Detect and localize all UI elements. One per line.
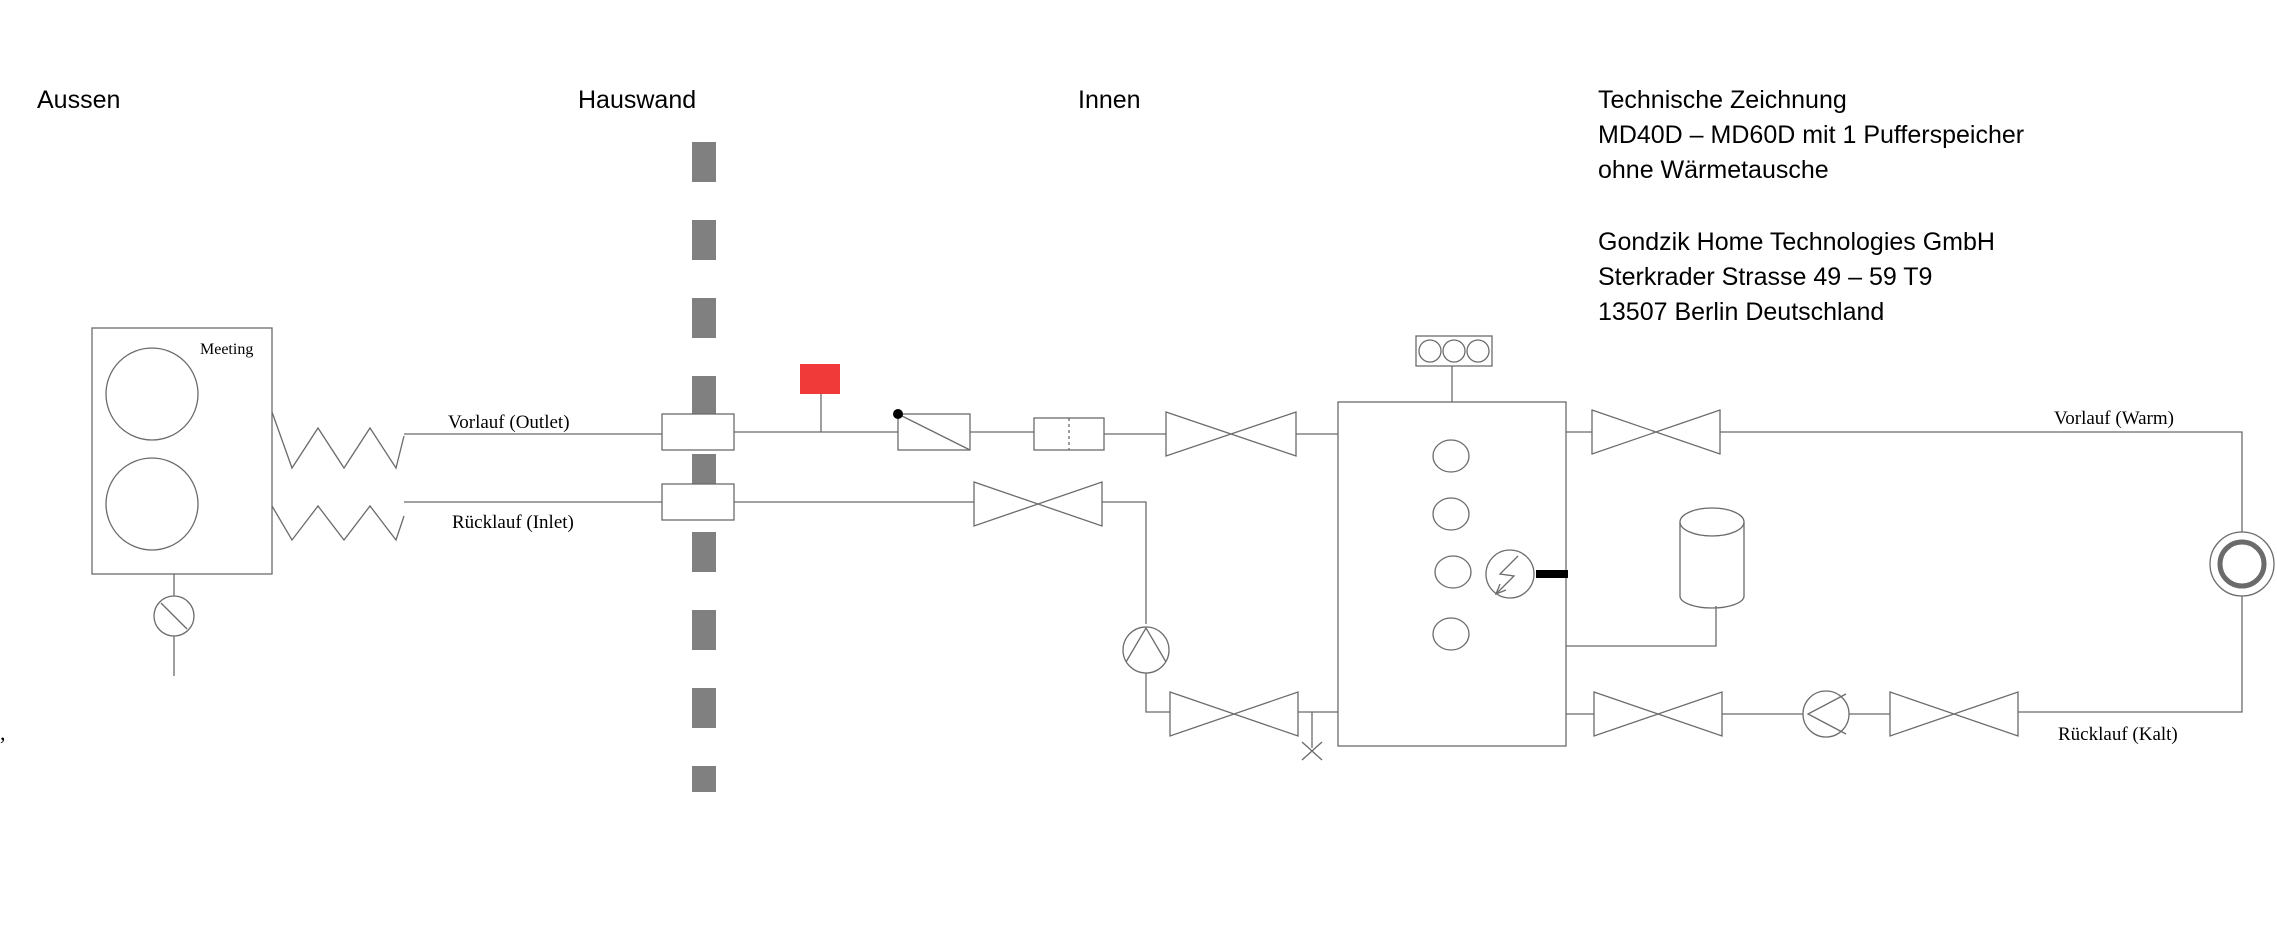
company-city: 13507 Berlin Deutschland: [1598, 298, 1884, 326]
company-name: Gondzik Home Technologies GmbH: [1598, 228, 1995, 256]
heater-flange-bar: [1536, 570, 1568, 578]
thermometer-dial-icon: [1466, 339, 1490, 363]
pipe-cold-return: [2018, 596, 2243, 713]
filter: [1033, 417, 1105, 451]
drain-tap-icon: [1301, 741, 1323, 761]
expansion-vessel: [1566, 507, 1745, 647]
wall-segment: [692, 610, 716, 650]
temperature-sensor-icon: [800, 364, 840, 394]
stray-comma: ,: [0, 720, 6, 745]
expansion-vessel-body: [1679, 522, 1745, 609]
wall-segment: [692, 532, 716, 572]
shutoff-valve-bottom: [1169, 691, 1299, 737]
check-valve-seat: [897, 413, 971, 451]
check-valve-pivot-icon: [893, 409, 903, 419]
label-supply-outlet: Vorlauf (Outlet): [448, 412, 570, 433]
flex-hose-supply: [271, 411, 405, 470]
zone-label-outside: Aussen: [37, 86, 120, 114]
electric-heater-icon: [1485, 549, 1535, 599]
house-wall: [692, 142, 716, 792]
tank-port: [1432, 617, 1470, 651]
label-return-inlet: Rücklauf (Inlet): [452, 512, 574, 533]
thermometer-dial-icon: [1442, 339, 1466, 363]
wall-segment: [692, 142, 716, 182]
tank-port: [1432, 439, 1470, 473]
expansion-vessel-top: [1679, 507, 1745, 537]
outdoor-unit-housing: [91, 327, 273, 575]
wall-segment: [692, 298, 716, 338]
fan-icon: [105, 457, 199, 551]
pipe-expansion: [1566, 606, 1717, 647]
pipe-pump-out: [1145, 673, 1170, 713]
wall-sleeve-return: [661, 483, 735, 521]
title-block: Technische Zeichnung MD40D – MD60D mit 1…: [1598, 86, 2024, 326]
outdoor-unit: Meeting: [91, 327, 273, 676]
company-street: Sterkrader Strasse 49 – 59 T9: [1598, 263, 1932, 291]
title-line-3: ohne Wärmetausche: [1598, 156, 1829, 184]
label-return-cold: Rücklauf (Kalt): [2058, 724, 2178, 745]
fan-icon: [105, 347, 199, 441]
buffer-tank: [1337, 335, 1568, 747]
thermometer-housing: [1415, 335, 1493, 367]
zone-label-wall: Hauswand: [578, 86, 696, 114]
tank-port: [1434, 555, 1472, 589]
lightning-icon: [1495, 555, 1519, 595]
title-line-2: MD40D – MD60D mit 1 Pufferspeicher: [1598, 121, 2024, 149]
shutoff-valve-cold-right: [1889, 691, 2019, 737]
flex-hose-return: [271, 504, 405, 542]
pump-arrow: [1125, 626, 1167, 663]
pump-arrow: [1806, 693, 1847, 735]
tank-port: [1432, 497, 1470, 531]
label-supply-warm: Vorlauf (Warm): [2054, 408, 2174, 429]
lightning-arrow: [1494, 583, 1507, 596]
wall-sleeve-supply: [661, 413, 735, 451]
pipe-warm-to-consumer: [1720, 431, 2243, 536]
drain-valve-slash: [160, 602, 188, 630]
shutoff-valve-warm: [1591, 409, 1721, 455]
pipe-return-to-pump: [1102, 501, 1147, 624]
wall-segment: [692, 766, 716, 792]
zone-label-inside: Innen: [1078, 86, 1141, 114]
unit-name-label: Meeting: [200, 341, 253, 358]
circulation-pump-primary-icon: [1122, 626, 1170, 674]
circulation-pump-heating-icon: [1802, 690, 1850, 738]
wall-segment: [692, 376, 716, 416]
title-line-1: Technische Zeichnung: [1598, 86, 1847, 114]
shutoff-valve-supply: [1165, 411, 1297, 457]
consumer-inner-ring: [2217, 539, 2267, 589]
wall-segment: [692, 220, 716, 260]
wall-segment: [692, 688, 716, 728]
shutoff-valve-return: [973, 481, 1103, 527]
thermometer-dial-icon: [1418, 339, 1442, 363]
shutoff-valve-cold-left: [1593, 691, 1723, 737]
